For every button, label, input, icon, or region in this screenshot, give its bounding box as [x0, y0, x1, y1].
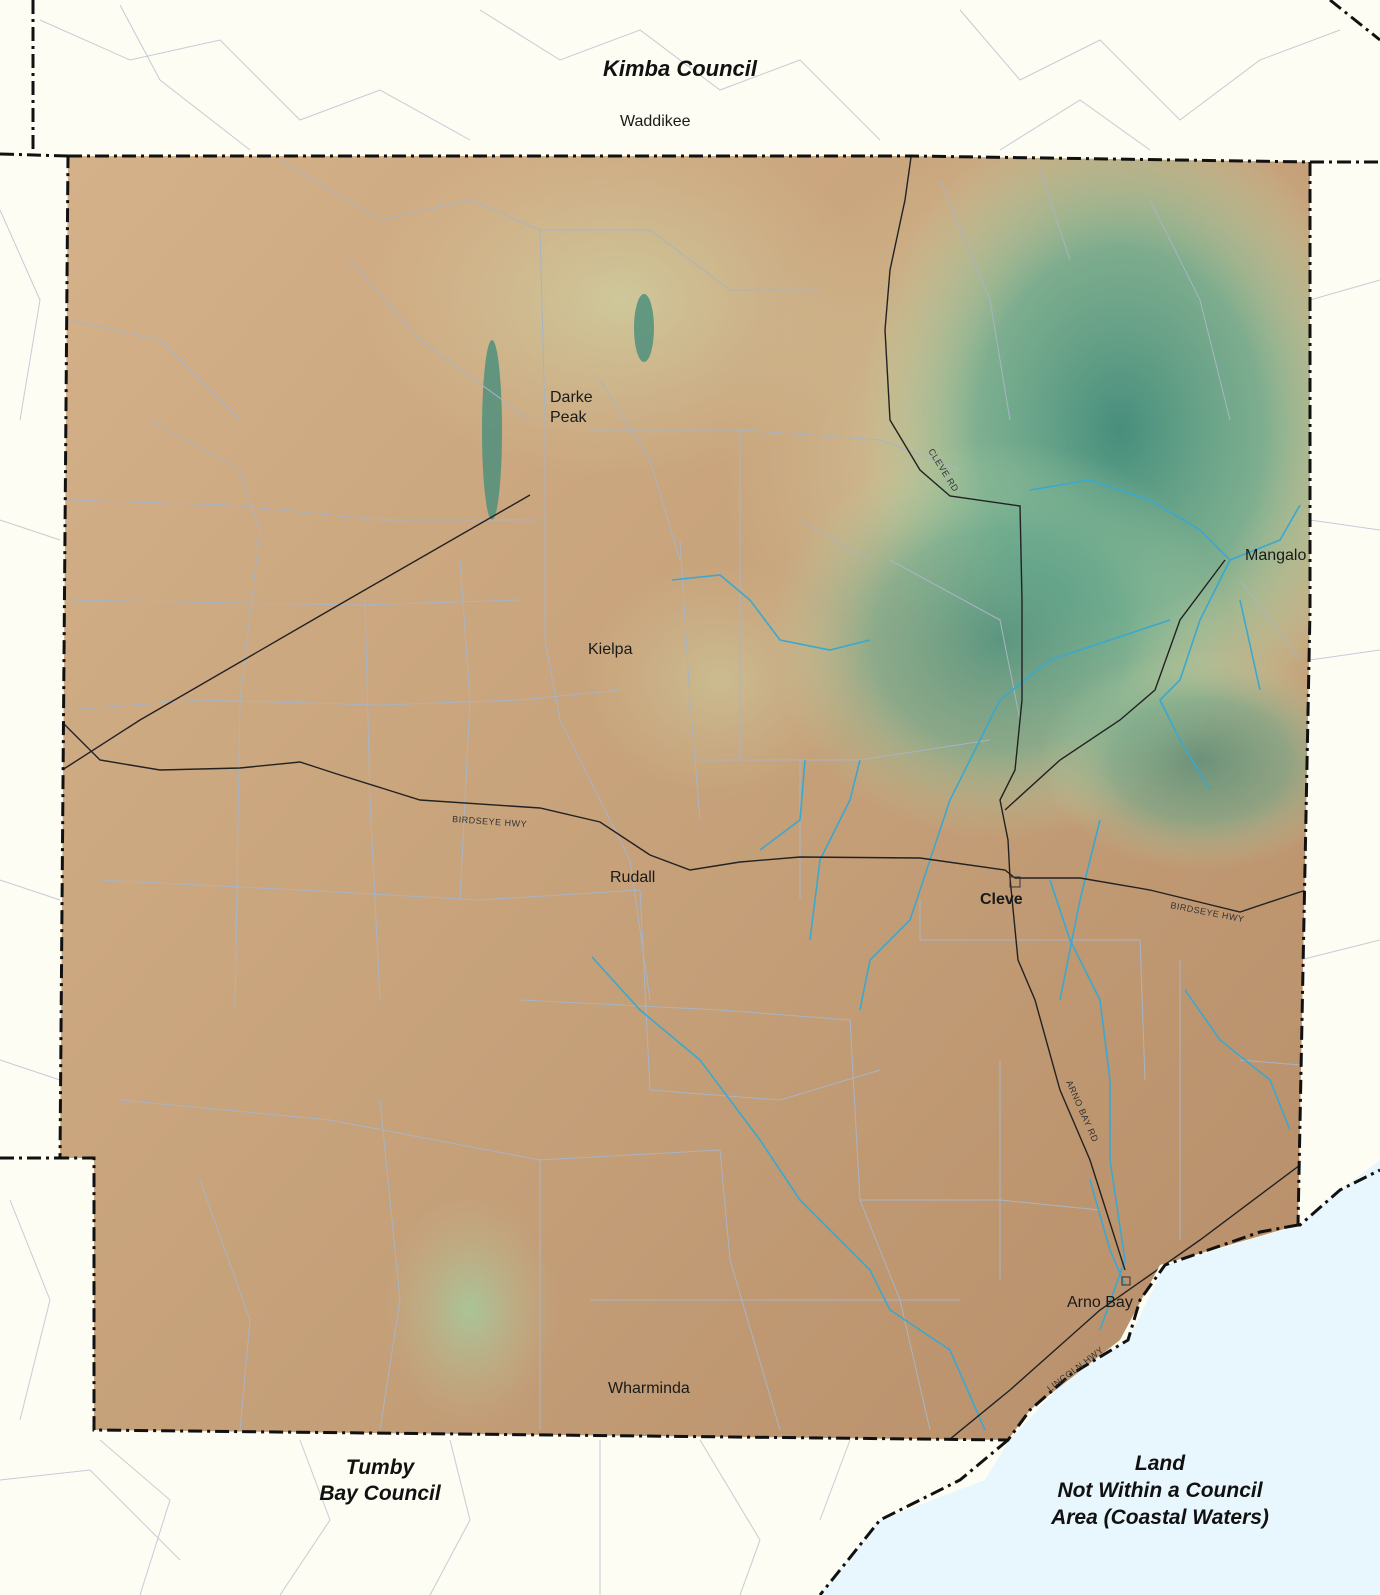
- outer-boundaries: [0, 0, 1380, 1160]
- arno-bay-town-marker: [1121, 1276, 1131, 1286]
- council-boundary: [58, 154, 1380, 1442]
- place-label-cleve: Cleve: [980, 891, 1023, 908]
- region-label-tumby-line2: Bay Council: [319, 1482, 442, 1505]
- outer-roads: [0, 4, 1380, 1595]
- coastal-boundary: [818, 1438, 1009, 1595]
- place-label-rudall: Rudall: [610, 869, 655, 886]
- cleve-town-marker: [1009, 876, 1021, 888]
- region-label-kimba: Kimba Council: [603, 56, 758, 81]
- region-label-coast-line1: Land: [1135, 1452, 1186, 1475]
- place-label-kielpa: Kielpa: [588, 641, 633, 658]
- place-label-wharminda: Wharminda: [608, 1380, 690, 1397]
- place-label-darke-line2: Peak: [550, 409, 587, 426]
- place-label-arno-bay: Arno Bay: [1067, 1294, 1133, 1311]
- rivers: [591, 479, 1301, 1431]
- coastal-waters: [820, 1160, 1380, 1595]
- place-label-mangalo: Mangalo: [1245, 547, 1306, 564]
- region-label-coast-line2: Not Within a Council: [1057, 1479, 1263, 1502]
- place-label-waddikee: Waddikee: [620, 113, 691, 130]
- region-label-tumby-line1: Tumby: [346, 1456, 416, 1479]
- place-label-darke-line1: Darke: [550, 389, 593, 406]
- region-label-coast-line3: Area (Coastal Waters): [1050, 1506, 1269, 1529]
- minor-roads: [67, 159, 1301, 1431]
